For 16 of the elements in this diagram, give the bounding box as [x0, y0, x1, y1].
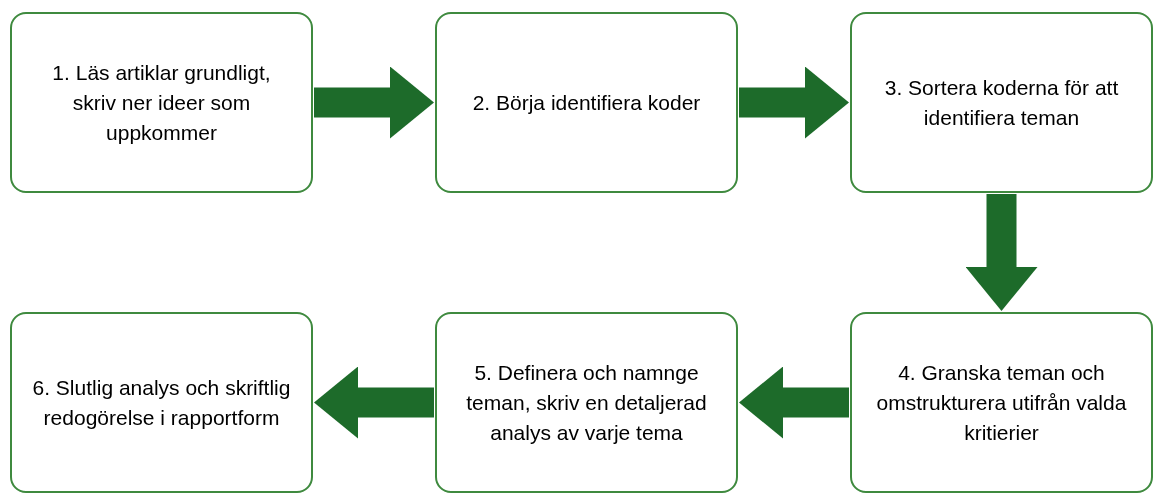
- block-arrow: [314, 366, 434, 439]
- process-box: [435, 12, 738, 193]
- step-text: 3. Sortera koderna för att identifiera teman: [883, 74, 1120, 131]
- process-box: [850, 12, 1153, 193]
- process-box: [10, 312, 313, 493]
- step-text: 6. Slutlig analys och skriftlig redogörelse i rapportform: [32, 374, 291, 431]
- process-box: [850, 312, 1153, 493]
- block-arrow: [314, 66, 434, 139]
- process-box: [10, 12, 313, 193]
- step-text: 1. Läs artiklar grundligt, skriv ner ideer som uppkommer: [51, 59, 272, 146]
- process-box: [435, 312, 738, 493]
- step-text: 5. Definera och namnge teman, skriv en detaljerad analys av varje tema: [465, 359, 708, 446]
- block-arrow: [965, 194, 1038, 311]
- block-arrow: [739, 66, 849, 139]
- step-text: 2. Börja identifiera koder: [472, 89, 701, 116]
- step-text: 4. Granska teman och omstrukturera utifrån valda kritierier: [875, 359, 1128, 446]
